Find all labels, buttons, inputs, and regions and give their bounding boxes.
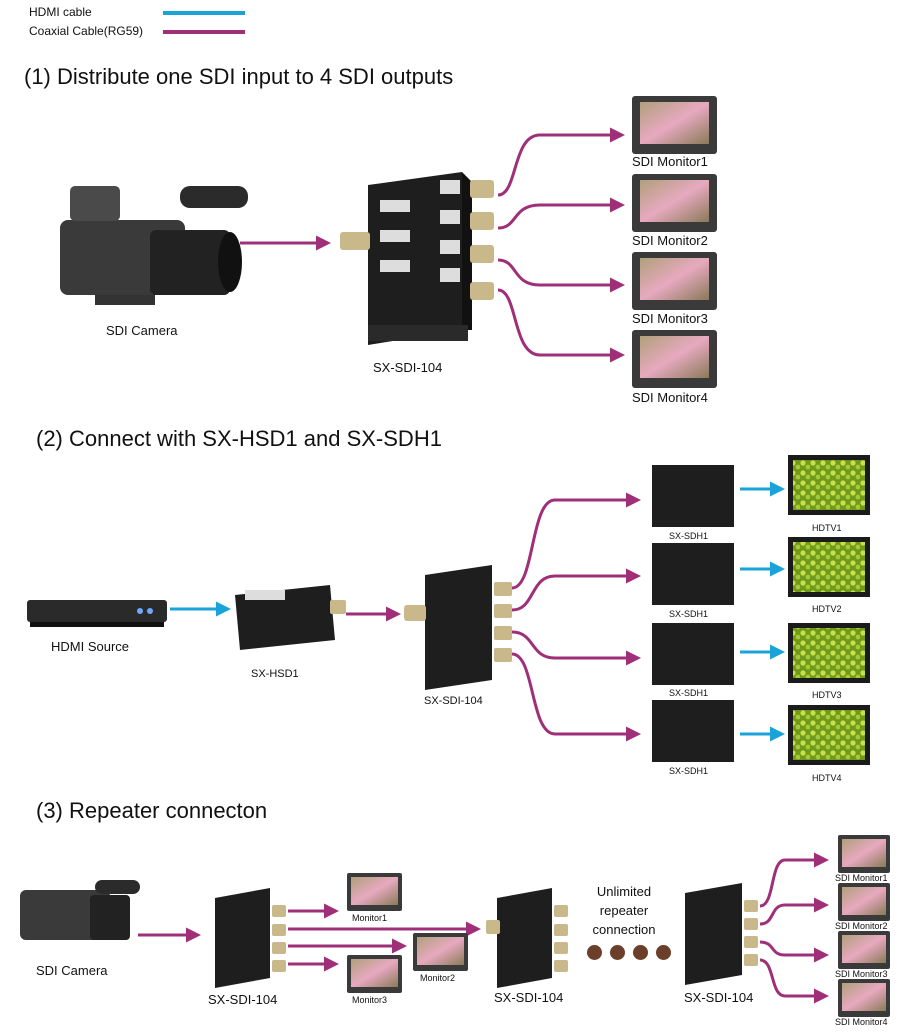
repeater-dot <box>610 945 625 960</box>
s2-hdtv-1-label: HDTV1 <box>812 523 842 533</box>
section3-monitor-icons <box>347 873 468 993</box>
sdi-monitor-icons <box>632 96 717 388</box>
s1-monitor-2-label: SDI Monitor2 <box>632 233 708 248</box>
s2-hdtv-4-label: HDTV4 <box>812 773 842 783</box>
legend-hdmi-label: HDMI cable <box>29 5 92 19</box>
s2-hdtv-3-label: HDTV3 <box>812 690 842 700</box>
sdi-camera-small-icon <box>20 880 140 940</box>
repeater-text-line-1: Unlimited <box>596 884 652 899</box>
s1-camera-label: SDI Camera <box>106 323 178 338</box>
s3-monitor-2-label: Monitor2 <box>420 973 456 983</box>
s2-converter-4-label: SX-SDH1 <box>669 766 709 776</box>
legend-hdmi-swatch <box>163 11 245 15</box>
legend-coax-label: Coaxial Cable(RG59) <box>29 24 144 38</box>
s2-splitter-label: SX-SDI-104 <box>424 695 483 707</box>
repeater-text-line-3: connection <box>592 922 656 937</box>
s3-end-monitor-3-label: SDI Monitor3 <box>835 969 888 979</box>
section2-title: (2) Connect with SX-HSD1 and SX-SDH1 <box>36 426 442 451</box>
s2-hsd-label: SX-HSD1 <box>251 668 299 680</box>
sdi-camera-icon <box>60 186 248 305</box>
sx-sdh1-icons <box>652 465 734 762</box>
repeater-dot <box>587 945 602 960</box>
section3-title: (3) Repeater connecton <box>36 798 268 823</box>
s3-end-monitor-2-label: SDI Monitor2 <box>835 921 888 931</box>
splitter-3c-icon <box>685 883 758 985</box>
s2-converter-1-label: SX-SDH1 <box>669 531 709 541</box>
s3-splitter-2-label: SX-SDI-104 <box>494 990 564 1005</box>
hdtv-icons <box>788 455 870 765</box>
s1-monitor-4-label: SDI Monitor4 <box>632 390 708 405</box>
s3-splitter-1-label: SX-SDI-104 <box>208 992 278 1007</box>
s3-end-monitor-1-label: SDI Monitor1 <box>835 873 888 883</box>
section1-title: (1) Distribute one SDI input to 4 SDI ou… <box>24 64 454 89</box>
end-monitor-icons <box>838 835 890 1017</box>
splitter-3a-icon <box>215 888 286 988</box>
s1-splitter-label: SX-SDI-104 <box>373 360 443 375</box>
legend-coax-swatch <box>163 30 245 34</box>
s3-monitor-1-label: Monitor1 <box>352 913 388 923</box>
splitter-1-icon <box>340 172 494 345</box>
repeater-text-line-2: repeater <box>599 903 649 918</box>
hdmi-source-icon <box>27 600 167 627</box>
s1-monitor-3-label: SDI Monitor3 <box>632 311 708 326</box>
s2-hdtv-2-label: HDTV2 <box>812 604 842 614</box>
splitter-2-icon <box>404 565 512 690</box>
s3-camera-label: SDI Camera <box>36 963 108 978</box>
s3-splitter-3-label: SX-SDI-104 <box>684 990 754 1005</box>
s3-monitor-3-label: Monitor3 <box>352 995 388 1005</box>
sx-hsd1-icon <box>235 585 346 650</box>
s2-source-label: HDMI Source <box>51 639 130 654</box>
repeater-dot <box>633 945 648 960</box>
repeater-dot <box>656 945 671 960</box>
s2-converter-2-label: SX-SDH1 <box>669 609 709 619</box>
splitter-3b-icon <box>486 888 568 988</box>
s2-converter-3-label: SX-SDH1 <box>669 688 709 698</box>
s3-end-monitor-4-label: SDI Monitor4 <box>835 1017 888 1027</box>
s1-monitor-1-label: SDI Monitor1 <box>632 154 708 169</box>
